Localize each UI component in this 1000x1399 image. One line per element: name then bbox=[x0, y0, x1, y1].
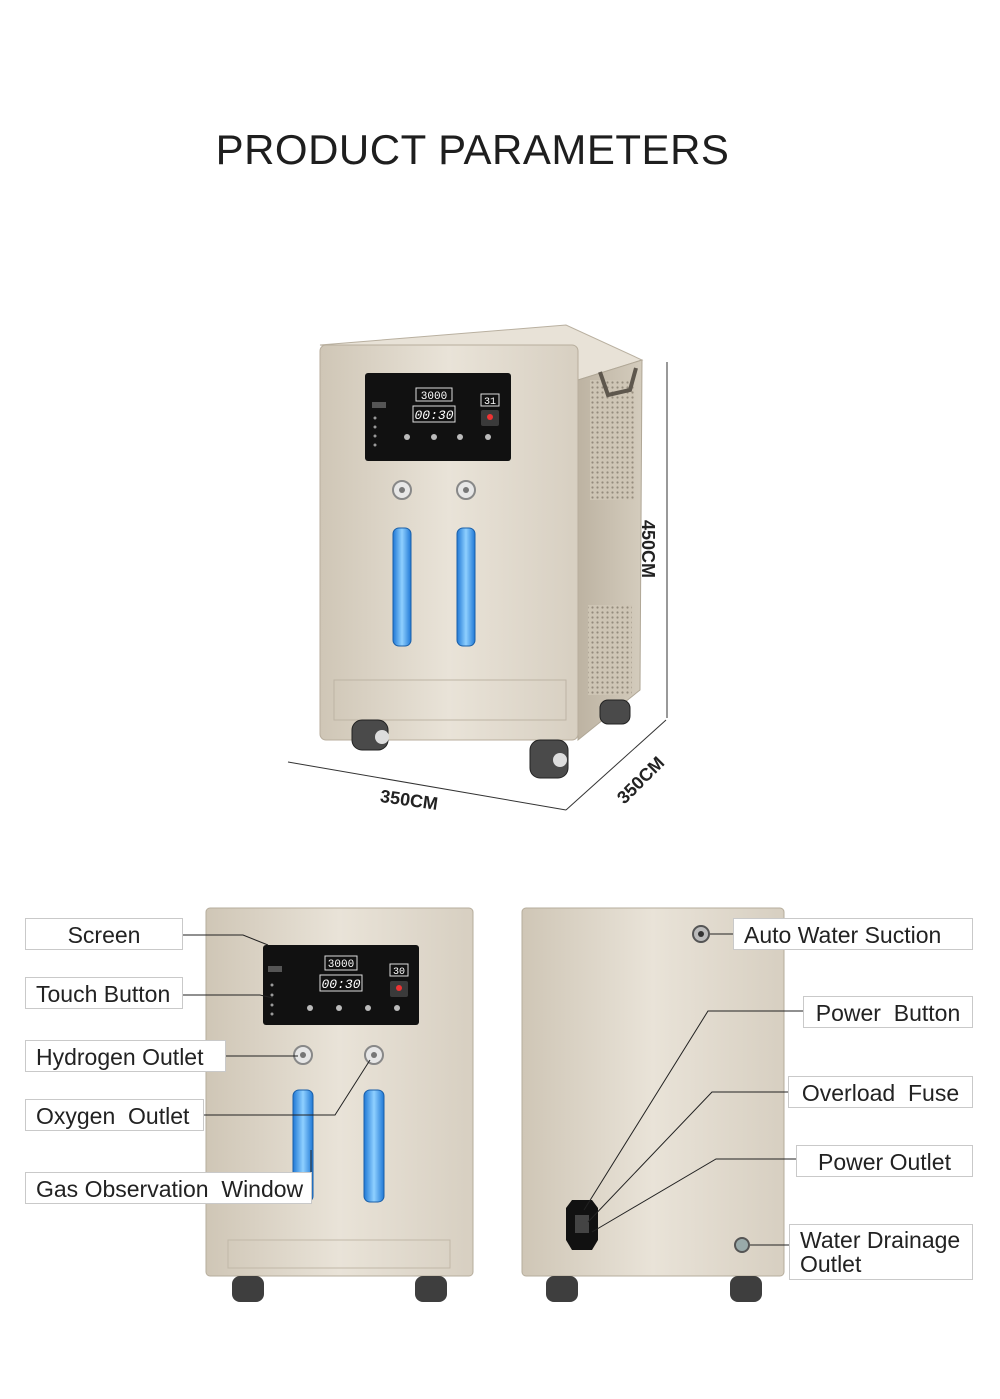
water-drainage-label: Water Drainage Outlet bbox=[789, 1224, 973, 1280]
gas-window-label: Gas Observation Window bbox=[25, 1172, 312, 1204]
oxygen-outlet-label: Oxygen Outlet bbox=[25, 1099, 204, 1131]
overload-fuse-label: Overload Fuse bbox=[788, 1076, 973, 1108]
hydrogen-outlet-label: Hydrogen Outlet bbox=[25, 1040, 226, 1072]
small-screen-temp: 30 bbox=[393, 967, 405, 978]
big-screen-top-value: 3000 bbox=[421, 391, 447, 403]
power-outlet-label: Power Outlet bbox=[796, 1145, 973, 1177]
auto-water-suction-label: Auto Water Suction bbox=[733, 918, 973, 950]
main-cabinet-illustration: 3000 00:30 31 bbox=[287, 324, 668, 811]
page-title: PRODUCT PARAMETERS bbox=[215, 126, 730, 173]
power-button-label: Power Button bbox=[803, 996, 973, 1028]
screen-label: Screen bbox=[25, 918, 183, 950]
small-screen-time: 00:30 bbox=[321, 977, 360, 992]
big-screen-temp: 31 bbox=[484, 397, 496, 408]
touch-button-label: Touch Button bbox=[25, 977, 183, 1009]
water-drainage-line2: Outlet bbox=[800, 1251, 862, 1277]
big-screen-time: 00:30 bbox=[414, 408, 453, 423]
small-screen-top-value: 3000 bbox=[328, 959, 354, 971]
water-drainage-line1: Water Drainage bbox=[800, 1227, 961, 1253]
